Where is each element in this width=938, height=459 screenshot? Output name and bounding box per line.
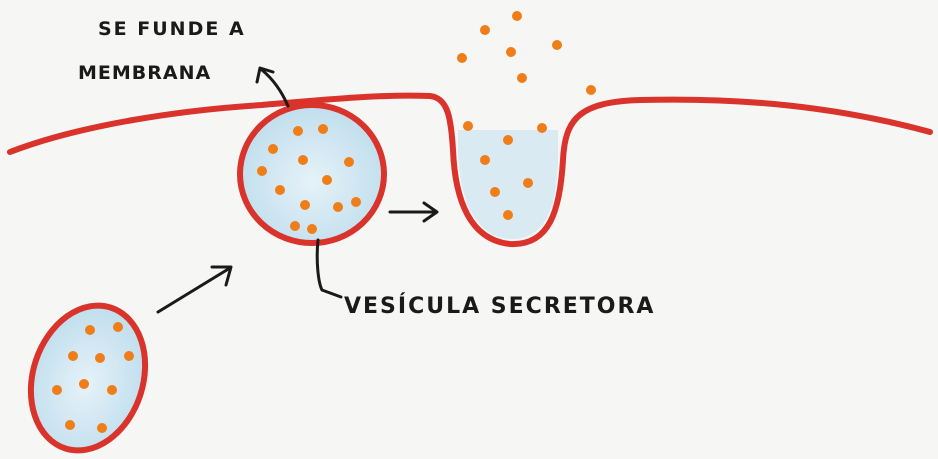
- granule: [268, 144, 278, 154]
- granule: [512, 11, 522, 21]
- granule: [113, 322, 123, 332]
- granule: [552, 40, 562, 50]
- fuse-label-line1: SE FUNDE A: [98, 18, 246, 40]
- granule: [537, 123, 547, 133]
- granule: [68, 351, 78, 361]
- granule: [480, 155, 490, 165]
- granule: [97, 423, 107, 433]
- granule: [307, 224, 317, 234]
- granule: [333, 202, 343, 212]
- granule: [344, 157, 354, 167]
- granule: [480, 25, 490, 35]
- granule: [351, 197, 361, 207]
- granule: [457, 53, 467, 63]
- granule: [79, 379, 89, 389]
- approaching-vesicle: [13, 291, 163, 459]
- arrow-to-fusion: [390, 203, 437, 221]
- secretory-vesicle-label: VESÍCULA SECRETORA: [344, 294, 655, 319]
- granule: [322, 175, 332, 185]
- arrow-vesicle-label: [317, 240, 341, 297]
- granule: [95, 353, 105, 363]
- granule: [523, 178, 533, 188]
- granule: [298, 155, 308, 165]
- granule: [517, 73, 527, 83]
- granule: [490, 187, 500, 197]
- granule: [503, 210, 513, 220]
- granule: [503, 135, 513, 145]
- granule: [65, 420, 75, 430]
- fuse-label-line2: MEMBRANA: [78, 62, 211, 84]
- granule: [300, 200, 310, 210]
- granule: [318, 124, 328, 134]
- granule: [463, 121, 473, 131]
- granule: [275, 185, 285, 195]
- granule: [586, 85, 596, 95]
- arrow-approach: [158, 267, 231, 312]
- granule: [290, 221, 300, 231]
- granule: [124, 351, 134, 361]
- granule: [293, 126, 303, 136]
- granule: [506, 47, 516, 57]
- granule: [107, 385, 117, 395]
- granule: [85, 325, 95, 335]
- granule: [52, 385, 62, 395]
- granule: [257, 166, 267, 176]
